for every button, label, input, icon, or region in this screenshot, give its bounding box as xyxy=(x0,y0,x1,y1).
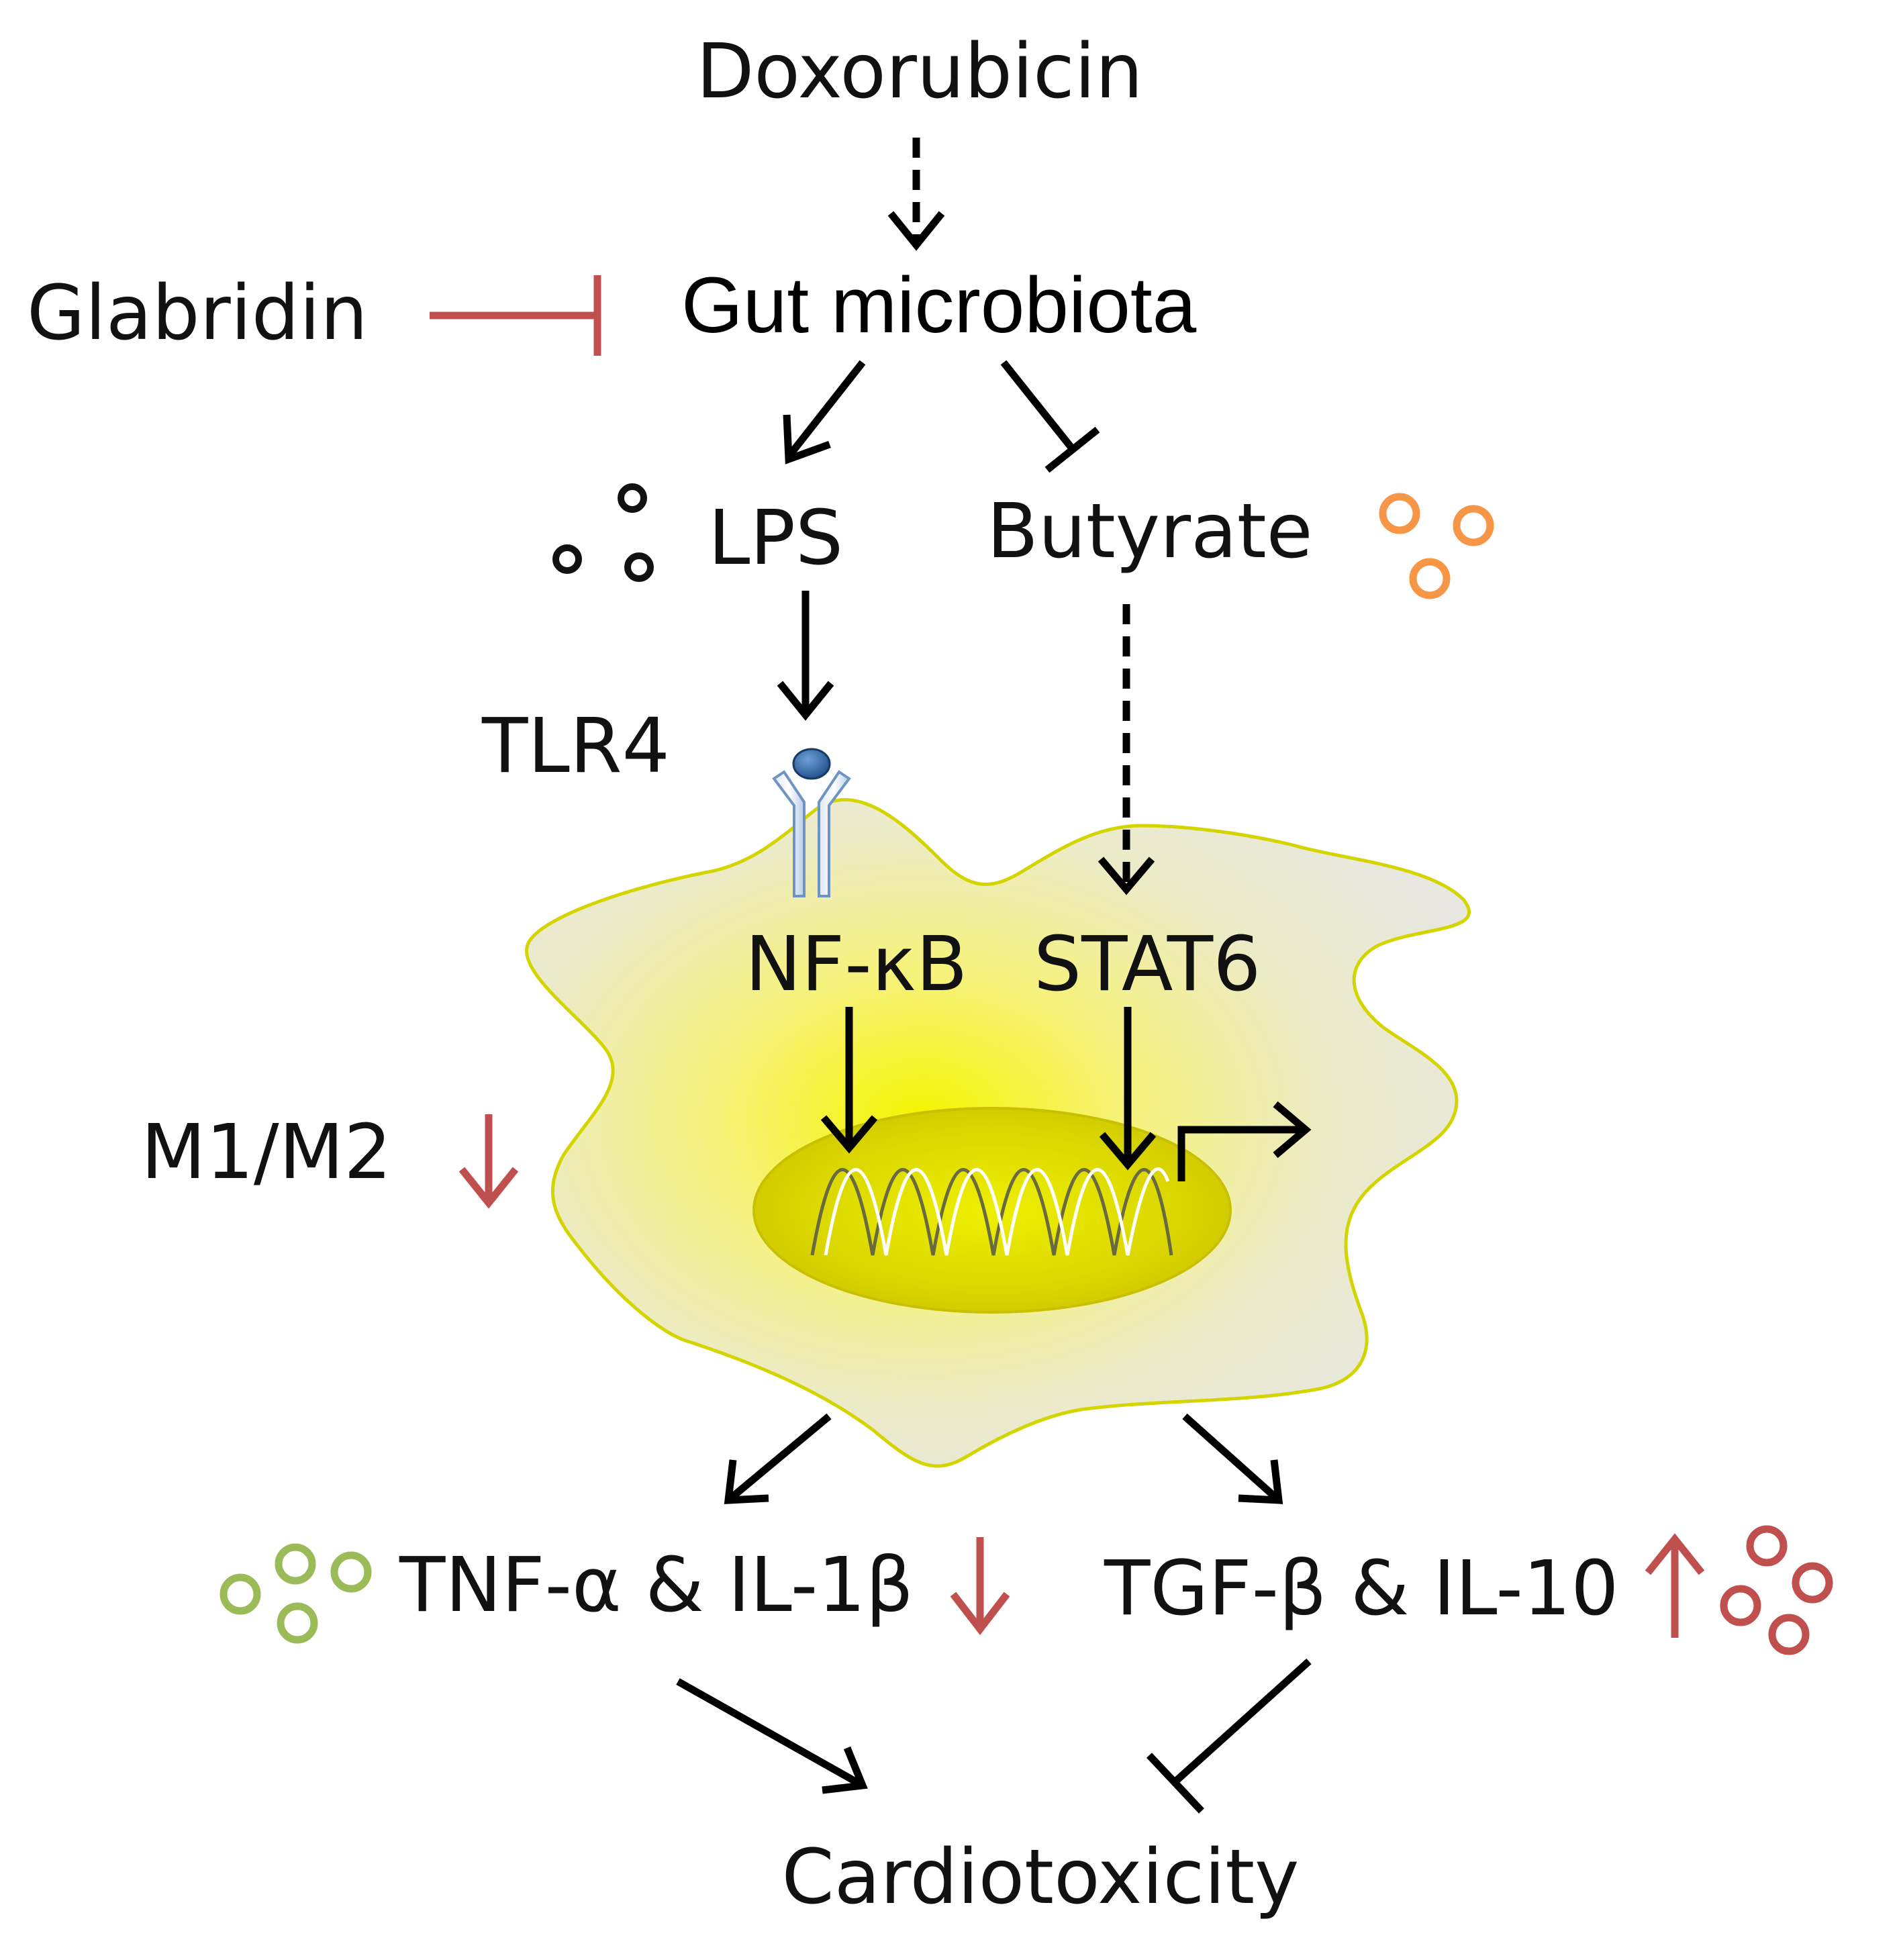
butyrate-molecules-icon xyxy=(1379,493,1494,599)
doxorubicin-label: Doxorubicin xyxy=(696,28,1143,115)
tlr4-label: TLR4 xyxy=(481,703,670,790)
tnf-il1b-label: TNF-α & IL-1β xyxy=(399,1542,914,1629)
tgf-cytokines-icon xyxy=(1720,1525,1833,1655)
arrow-cell-to-tnf xyxy=(726,1413,832,1504)
decrease-arrow-icon xyxy=(458,1114,519,1209)
increase-arrow-icon xyxy=(1645,1533,1705,1638)
decrease-arrow-icon xyxy=(950,1537,1010,1636)
m1m2-label: M1/M2 xyxy=(141,1109,392,1196)
inhibition-gut-to-butyrate xyxy=(1000,360,1075,451)
gut-microbiota-label: Gut microbiota xyxy=(681,261,1197,350)
tgf-il10-label: TGF-β & IL-10 xyxy=(1104,1545,1618,1632)
nfkb-label: NF-κB xyxy=(745,921,967,1008)
lps-molecules-icon xyxy=(552,483,654,582)
arrow-gut-to-lps xyxy=(785,360,866,459)
inhibition-glabridin-to-gut xyxy=(430,275,601,356)
nucleus xyxy=(752,1107,1232,1314)
stat6-label: STAT6 xyxy=(1034,921,1261,1008)
arrow-tnf-to-cardiotoxicity xyxy=(676,1678,865,1789)
tlr4-receptor-icon xyxy=(772,748,851,897)
tnf-cytokines-icon xyxy=(220,1543,372,1644)
transcription-arrow-icon xyxy=(1177,1101,1312,1181)
glabridin-label: Glabridin xyxy=(27,270,368,357)
dna-helix-icon xyxy=(810,1167,1173,1256)
cardiotoxicity-label: Cardiotoxicity xyxy=(782,1834,1300,1921)
butyrate-label: Butyrate xyxy=(987,488,1313,575)
arrow-cell-to-tgf xyxy=(1182,1413,1281,1504)
inhibition-tgf-to-cardiotoxicity xyxy=(1172,1658,1312,1785)
lps-label: LPS xyxy=(708,495,843,582)
